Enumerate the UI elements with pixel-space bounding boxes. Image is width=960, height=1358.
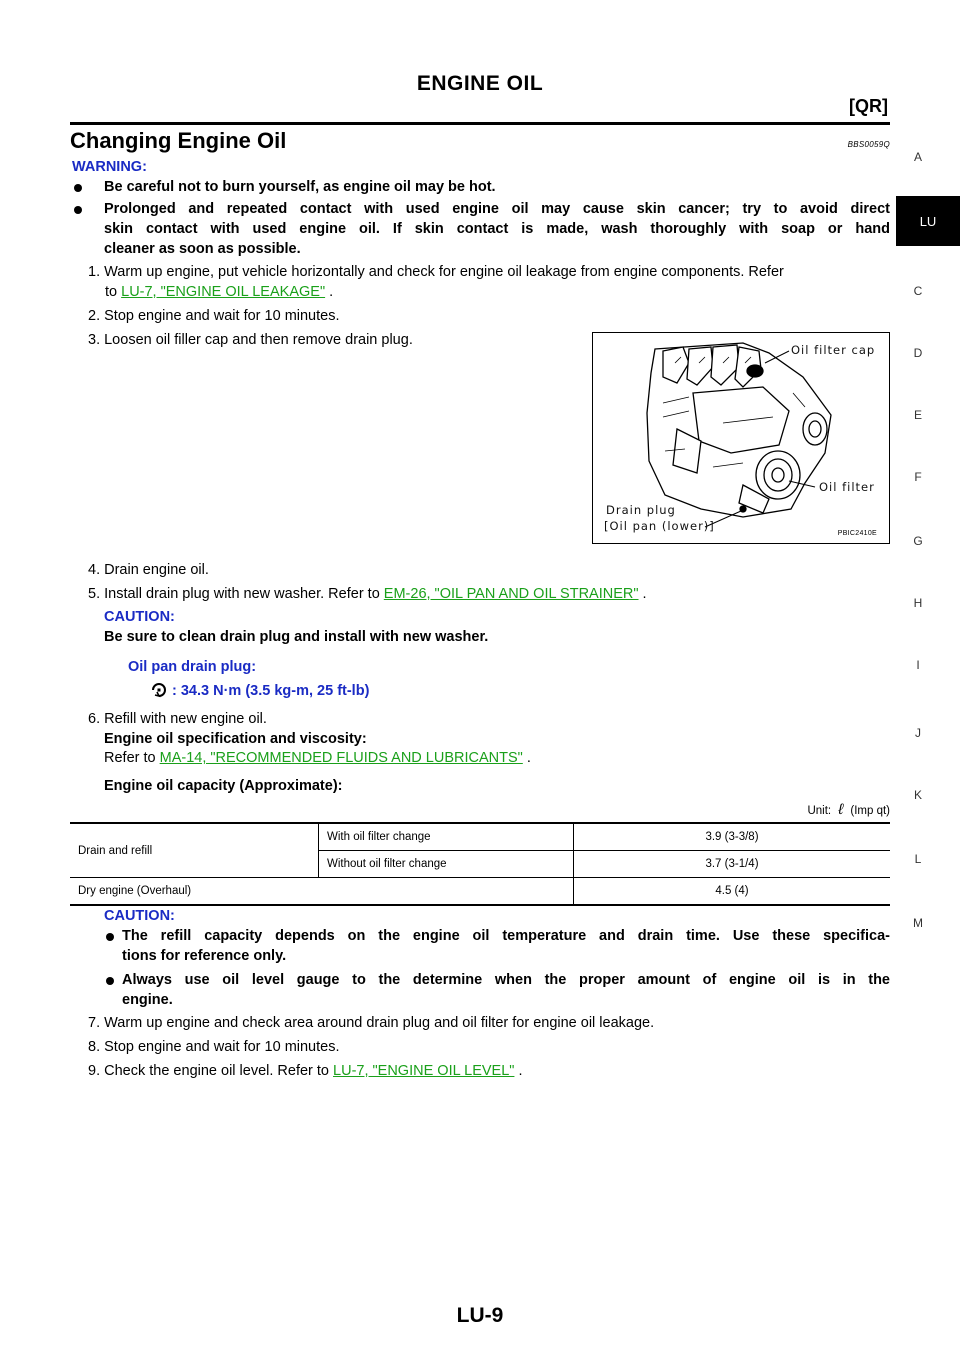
side-index-c[interactable]: C [913, 284, 923, 298]
step-5-period: . [642, 586, 647, 602]
torque-label: Oil pan drain plug: [128, 659, 257, 675]
side-index-d[interactable]: D [913, 346, 923, 360]
engine-figure: Oil filter cap Oil filter Drain plug [Oi… [592, 332, 890, 544]
warning-item-2-line2: skin contact with used engine oil. If sk… [104, 221, 890, 237]
caution-text-1: Be sure to clean drain plug and install … [104, 629, 489, 645]
page-header-title: ENGINE OIL [416, 72, 544, 95]
side-index-j[interactable]: J [915, 726, 921, 740]
step-6-period: . [526, 750, 531, 766]
section-ref-code: BBS0059Q [847, 140, 890, 149]
table-cell-value: 4.5 (4) [573, 877, 890, 906]
torque-wrench-icon [150, 681, 168, 699]
step-9-text: 9. Check the engine oil level. Refer to [88, 1063, 329, 1079]
caution-2-item-1-line1: The refill capacity depends on the engin… [122, 928, 890, 944]
capacity-unit: Unit: ℓ (Imp qt) [807, 801, 890, 818]
step-4-text: 4. Drain engine oil. [88, 562, 209, 578]
link-lu7-engine-oil-leakage[interactable]: LU-7, "ENGINE OIL LEAKAGE" [121, 284, 326, 300]
bullet-dot [74, 184, 82, 192]
figure-label-oil-filter: Oil filter [819, 480, 875, 494]
step-8-text: 8. Stop engine and wait for 10 minutes. [88, 1039, 340, 1055]
table-cell-value: 3.9 (3-3/8) [573, 822, 890, 851]
warning-label: WARNING: [72, 159, 147, 175]
caution-2-item-1-line2: tions for reference only. [122, 948, 287, 964]
figure-label-oil-pan-lower: [Oil pan (lower)] [604, 519, 715, 533]
side-index-e[interactable]: E [913, 408, 922, 422]
unit-paren: (Imp qt) [850, 805, 890, 817]
link-em26-oil-pan-and-oil-strainer[interactable]: EM-26, "OIL PAN AND OIL STRAINER" [383, 586, 639, 602]
figure-id: PBIC2410E [837, 530, 877, 537]
step-9-period: . [518, 1063, 523, 1079]
side-index-l[interactable]: L [914, 852, 922, 866]
side-index-a[interactable]: A [913, 150, 922, 164]
figure-label-oil-filter-cap: Oil filter cap [791, 343, 876, 357]
liter-symbol: ℓ [838, 801, 844, 818]
caution-2-item-2-line1: Always use oil level gauge to the determ… [122, 972, 890, 988]
unit-label: Unit: [807, 805, 832, 817]
figure-label-drain-plug: Drain plug [606, 503, 676, 517]
caution-2-item-2-line2: engine. [122, 992, 173, 1008]
header-rule [70, 122, 890, 125]
step-1-text: 1. Warm up engine, put vehicle horizonta… [88, 264, 784, 280]
side-index-i[interactable]: I [916, 658, 920, 672]
side-index-m[interactable]: M [913, 916, 923, 930]
step-6-refer: Refer to [104, 750, 156, 766]
table-cell-label: Dry engine (Overhaul) [70, 877, 574, 906]
table-cell-sub: Without oil filter change [318, 850, 574, 878]
warning-item-2-line1: Prolonged and repeated contact with used… [104, 201, 890, 217]
step-5-text: 5. Install drain plug with new washer. R… [88, 586, 380, 602]
table-row: Without oil filter change 3.7 (3-1/4) [70, 850, 890, 878]
engine-illustration [646, 342, 832, 528]
bullet-dot [106, 933, 114, 941]
table-cell-sub: With oil filter change [318, 822, 574, 851]
step-7-text: 7. Warm up engine and check area around … [88, 1015, 655, 1031]
side-index-g[interactable]: G [913, 534, 923, 548]
bullet-dot [74, 206, 82, 214]
torque-value: : 34.3 N·m (3.5 kg-m, 25 ft-lb) [172, 683, 370, 699]
step-1-to: to [105, 284, 118, 300]
section-title: Changing Engine Oil [70, 128, 287, 153]
step-1-period: . [329, 284, 334, 300]
step-2-text: 2. Stop engine and wait for 10 minutes. [88, 308, 340, 324]
step-3-text: 3. Loosen oil filler cap and then remove… [88, 332, 413, 348]
link-ma14-recommended-fluids[interactable]: MA-14, "RECOMMENDED FLUIDS AND LUBRICANT… [159, 750, 523, 766]
bullet-dot [106, 977, 114, 985]
table-cell-value: 3.7 (3-1/4) [573, 850, 890, 878]
side-index-h[interactable]: H [913, 596, 923, 610]
warning-item-2-line3: cleaner as soon as possible. [104, 241, 301, 257]
side-index-active-tab[interactable]: LU [896, 196, 960, 246]
step-6-text: 6. Refill with new engine oil. [88, 711, 267, 727]
caution-label-2: CAUTION: [104, 908, 175, 924]
side-index-f[interactable]: F [914, 470, 922, 484]
capacity-title: Engine oil capacity (Approximate): [104, 778, 343, 794]
table-row: Dry engine (Overhaul) 4.5 (4) [70, 877, 890, 906]
caution-label-1: CAUTION: [104, 609, 175, 625]
capacity-table: Drain and refill With oil filter change … [70, 822, 890, 906]
table-cell-label: Drain and refill [70, 822, 319, 878]
link-lu7-engine-oil-level[interactable]: LU-7, "ENGINE OIL LEVEL" [333, 1063, 515, 1079]
engine-code: [QR] [849, 96, 888, 116]
table-row: Drain and refill With oil filter change … [70, 822, 890, 878]
page-number: LU-9 [456, 1304, 504, 1327]
side-index-k[interactable]: K [913, 788, 922, 802]
warning-item-1: Be careful not to burn yourself, as engi… [104, 179, 496, 195]
step-6-spec-heading: Engine oil specification and viscosity: [104, 731, 367, 747]
